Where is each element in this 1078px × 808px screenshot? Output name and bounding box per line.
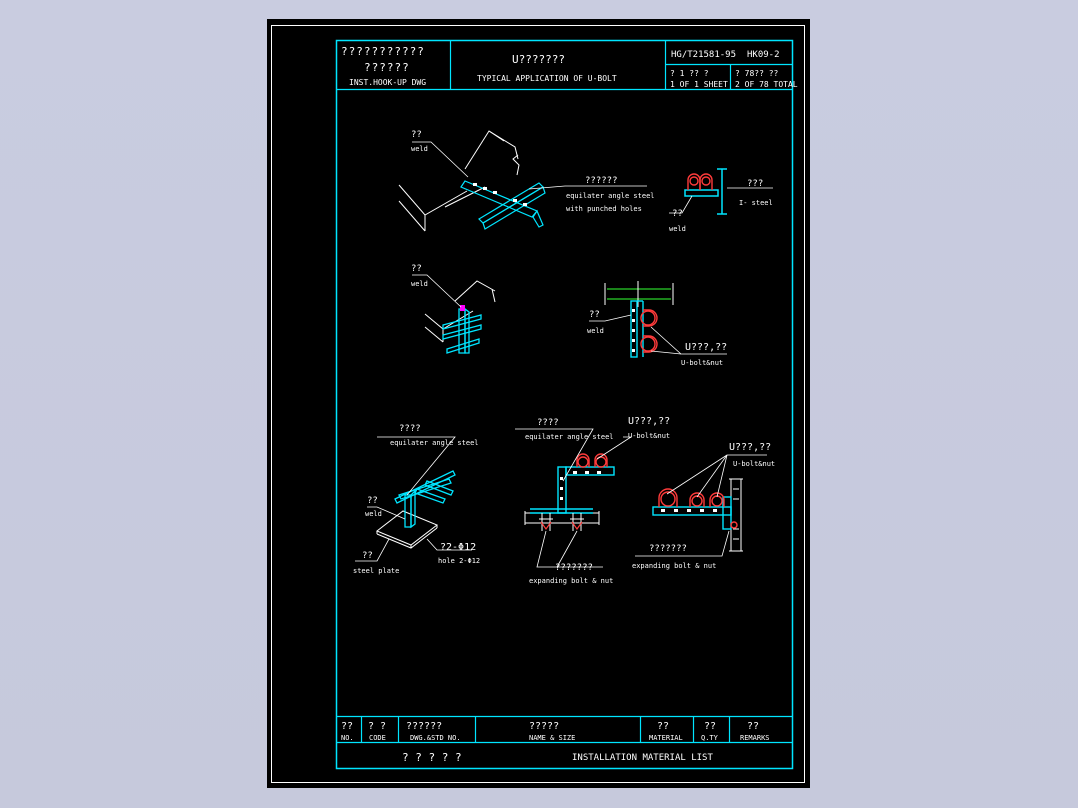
title-sheet-en: 1 OF 1 SHEET [670,80,728,89]
col-remarks-cn: ?? [747,721,759,732]
material-list-grid [336,715,793,744]
title-sheet-cn: ? 1 ?? ? [670,69,709,78]
fig4-weld-en: weld [587,327,604,335]
title-std-no: HG/T21581-95 [671,50,736,60]
fig1-weld-cn: ?? [411,130,422,140]
figure-2-ubolt-on-i-steel: ??? I- steel ?? weld [669,168,773,233]
fig5-plate-en: steel plate [353,567,399,575]
title-total-cn: ? 78?? ?? [735,69,779,78]
fig5-hole-cn: ?2-Φ12 [440,542,476,553]
fig2-isteel-en: I- steel [739,199,773,207]
fig4-ubolt-en: U-bolt&nut [681,359,723,367]
col-qty-cn: ?? [704,721,716,732]
figure-6-bracket-floor: ???? equilater angle steel U???,?? U-bol… [515,416,670,585]
material-list-footer-en: INSTALLATION MATERIAL LIST [572,753,713,763]
drawing-sheet: ??????????? ?????? INST.HOOK-UP DWG U???… [267,19,810,788]
col-no-cn: ?? [341,721,353,732]
fig7-ubolt-cn: U???,?? [729,442,771,453]
fig3-weld-cn: ?? [411,264,422,274]
col-remarks-en: REMARKS [740,734,770,742]
fig3-weld-en: weld [411,280,428,288]
fig1-angle-cn: ?????? [585,176,618,186]
fig5-hole-en: hole 2-Φ12 [438,557,480,565]
figure-5-angle-on-plate: ???? equilater angle steel ?? weld ?? st… [353,424,480,575]
fig5-plate-cn: ?? [362,551,373,561]
col-code-en: CODE [369,734,386,742]
drawing-frame [335,39,794,770]
col-name-cn: ????? [529,721,559,732]
fig7-ubolt-en: U-bolt&nut [733,460,775,468]
fig2-weld-cn: ?? [672,209,683,219]
drawing-canvas: ??????????? ?????? INST.HOOK-UP DWG U???… [267,19,810,788]
fig5-weld-en: weld [365,510,382,518]
fig7-exp-en: expanding bolt & nut [632,562,716,570]
fig4-weld-cn: ?? [589,310,600,320]
fig6-ubolt-en: U-bolt&nut [628,432,670,440]
fig5-angle-en: equilater angle steel [390,439,479,447]
title-dwg-no: HK09-2 [747,50,780,60]
sheet-background [267,19,810,788]
figure-7-wall-bracket: U???,?? U-bolt&nut ??????? expanding bol… [632,442,775,570]
title-block [336,40,793,91]
col-dwg-cn: ?????? [406,721,442,732]
fig6-angle-en: equilater angle steel [525,433,614,441]
title-center-cn: U??????? [512,53,565,66]
figure-1-angle-on-beam: ?? weld ?????? equilater angle steel wit… [398,130,655,232]
fig5-angle-cn: ???? [399,424,421,434]
col-material-en: MATERIAL [649,734,683,742]
title-left-top: ??????????? [341,45,425,58]
fig2-isteel-cn: ??? [747,179,763,189]
col-no-en: NO. [341,734,354,742]
figure-3-angle-under-beam: ?? weld [411,264,496,354]
figure-4-ubolts-vertical: ?? weld U???,?? U-bolt&nut [587,281,727,367]
col-dwg-en: DWG.&STD NO. [410,734,461,742]
fig5-weld-cn: ?? [367,496,378,506]
fig6-ubolt-cn: U???,?? [628,416,670,427]
col-code-cn: ? ? [368,721,386,732]
col-qty-en: Q.TY [701,734,719,742]
fig6-exp-en: expanding bolt & nut [529,577,613,585]
title-left-mid: ?????? [364,61,410,74]
title-center-en: TYPICAL APPLICATION OF U-BOLT [477,74,617,83]
title-left-en: INST.HOOK-UP DWG [349,78,426,87]
fig6-exp-cn: ??????? [555,563,593,573]
fig2-weld-en: weld [669,225,686,233]
fig1-angle-en2: with punched holes [566,205,642,213]
fig1-angle-en1: equilater angle steel [566,192,655,200]
fig6-angle-cn: ???? [537,418,559,428]
fig4-ubolt-cn: U???,?? [685,342,727,353]
fig1-weld-en: weld [411,145,428,153]
fig7-exp-cn: ??????? [649,544,687,554]
col-material-cn: ?? [657,721,669,732]
title-total-en: 2 OF 78 TOTAL [735,80,798,89]
col-name-en: NAME & SIZE [529,734,575,742]
material-list-footer-cn: ? ? ? ? ? [402,751,462,764]
outer-border [271,25,805,783]
